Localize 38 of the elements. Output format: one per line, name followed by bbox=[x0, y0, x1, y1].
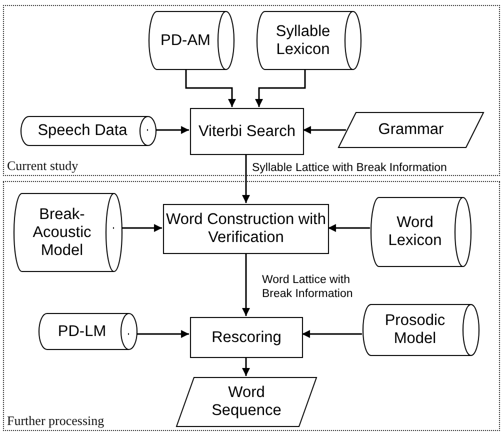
region-label: Further processing bbox=[7, 413, 104, 429]
store-label: Prosodic Model bbox=[384, 312, 446, 348]
io-label: Word Sequence bbox=[210, 384, 282, 420]
process-box bbox=[190, 108, 304, 155]
arrow bbox=[185, 69, 236, 107]
data-store-cylinder bbox=[39, 313, 137, 350]
store-label: Break-Acoustic Model bbox=[32, 206, 92, 260]
arrow bbox=[242, 253, 250, 316]
arrow bbox=[255, 69, 306, 107]
process-label: Viterbi Search bbox=[198, 122, 296, 140]
arrow bbox=[242, 154, 250, 203]
store-label: PD-LM bbox=[58, 322, 106, 340]
store-label: Speech Data bbox=[38, 122, 128, 140]
store-label: PD-AM bbox=[160, 32, 210, 50]
data-store-cylinder bbox=[257, 11, 361, 70]
data-store-cylinder bbox=[149, 11, 234, 70]
region-frame bbox=[3, 5, 500, 176]
arrow bbox=[328, 224, 370, 232]
data-store-cylinder bbox=[363, 304, 479, 356]
edge-label: Syllable Lattice with Break Information bbox=[252, 161, 447, 175]
process-label: Word Construction with Verification bbox=[165, 211, 327, 247]
data-store-cylinder bbox=[371, 197, 471, 267]
arrow bbox=[303, 126, 346, 134]
region-frame bbox=[3, 181, 500, 431]
process-label: Rescoring bbox=[212, 328, 282, 346]
region-label: Current study bbox=[7, 158, 78, 174]
process-box bbox=[163, 204, 329, 254]
arrow bbox=[242, 357, 250, 376]
io-label: Grammar bbox=[378, 121, 444, 139]
arrow bbox=[128, 330, 189, 338]
data-store-cylinder bbox=[21, 116, 156, 146]
arrow bbox=[302, 330, 362, 338]
input-output-parallelogram bbox=[176, 377, 317, 427]
store-label: Syllable Lexicon bbox=[274, 22, 332, 58]
store-label: Word Lexicon bbox=[387, 214, 443, 250]
data-store-cylinder bbox=[14, 193, 122, 272]
process-box bbox=[190, 317, 303, 358]
input-output-parallelogram bbox=[338, 112, 484, 148]
